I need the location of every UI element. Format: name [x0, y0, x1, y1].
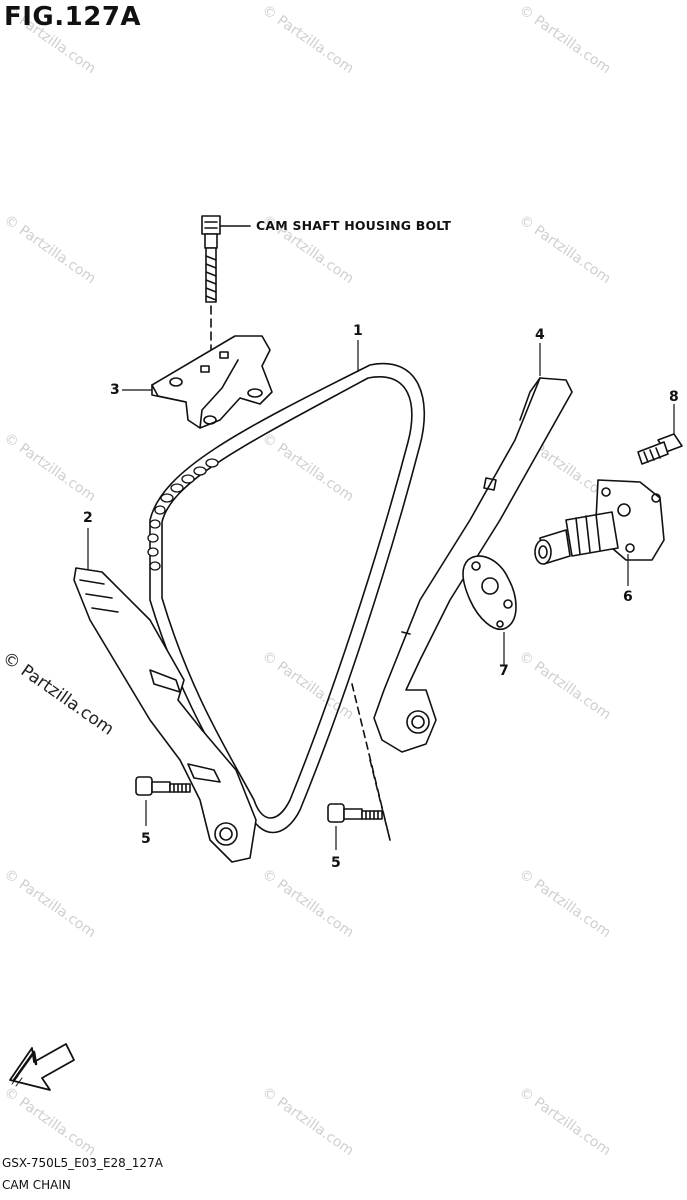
part-8-bolt[interactable] [637, 433, 683, 465]
callout-3: 3 [110, 382, 120, 398]
callout-leaders [87, 340, 675, 850]
part-7-gasket[interactable] [462, 555, 517, 631]
callout-2: 2 [83, 510, 93, 526]
callout-1: 1 [353, 323, 363, 339]
part-2-tensioner-guide[interactable] [73, 567, 257, 863]
callout-5: 5 [331, 855, 341, 871]
figure-title: FIG.127A [4, 2, 142, 32]
camshaft-housing-bolt-label: CAM SHAFT HOUSING BOLT [256, 218, 452, 233]
part-3-upper-chain-guide[interactable] [151, 335, 273, 429]
callout-5: 5 [141, 831, 151, 847]
part-4-chain-guide[interactable] [373, 377, 573, 753]
part-5-bolt-left[interactable] [135, 776, 191, 796]
footer-figure-name: CAM CHAIN [2, 1178, 71, 1192]
footer-model-code: GSX-750L5_E03_E28_127A [2, 1156, 163, 1170]
callout-8: 8 [669, 389, 679, 405]
part-5-bolt-right[interactable] [327, 803, 383, 823]
part-6-chain-tensioner[interactable] [534, 479, 665, 565]
assembly-line [369, 759, 391, 841]
callout-7: 7 [499, 663, 509, 679]
callout-4: 4 [535, 327, 545, 343]
fwd-arrow-icon [9, 1043, 75, 1091]
callout-6: 6 [623, 589, 633, 605]
